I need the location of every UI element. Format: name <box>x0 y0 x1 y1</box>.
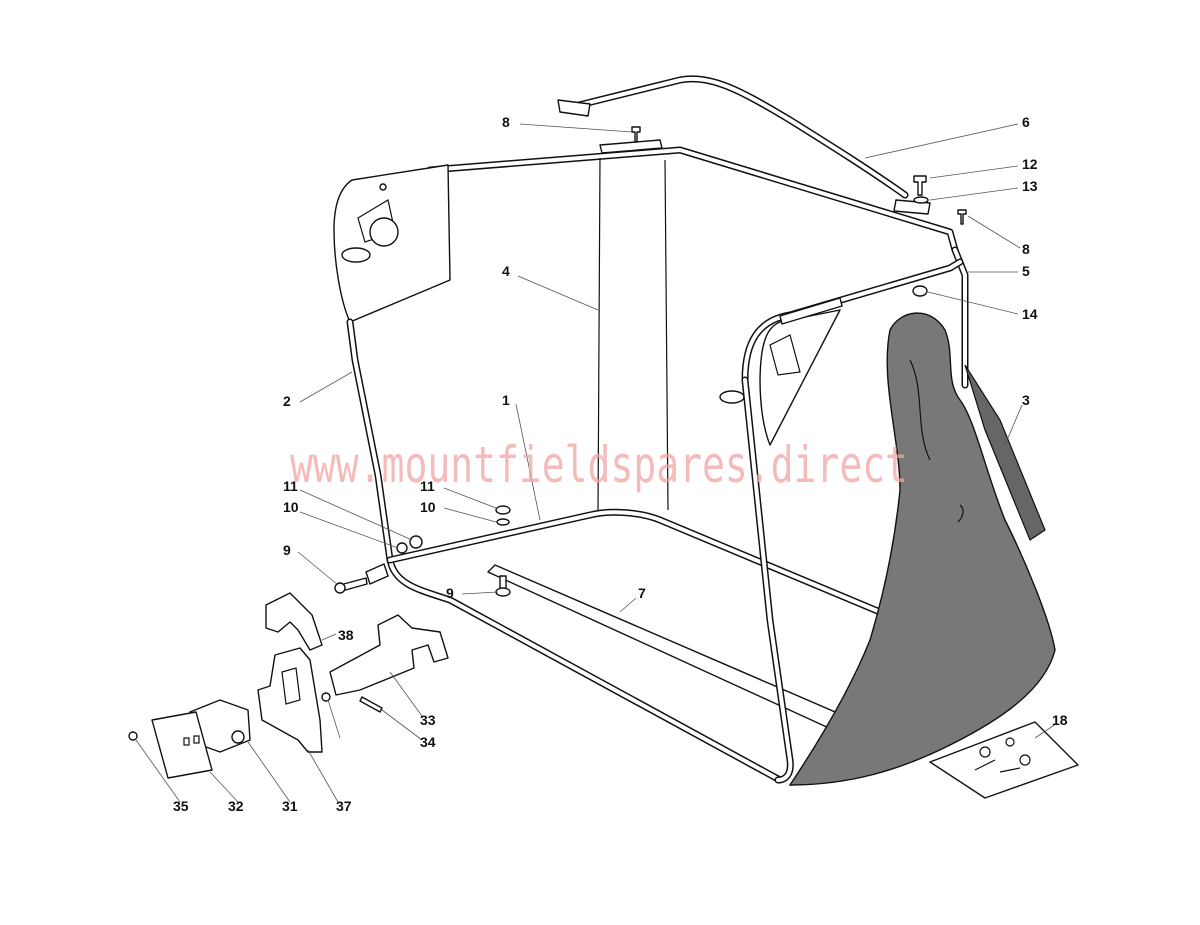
rear-frame <box>426 139 969 516</box>
grass-bag <box>788 312 1056 786</box>
callout-10-left: 10 <box>283 499 299 515</box>
callout-3: 3 <box>1022 392 1030 408</box>
callout-4: 4 <box>502 263 510 279</box>
callout-34: 34 <box>420 734 436 750</box>
callout-13: 13 <box>1022 178 1038 194</box>
callout-8-top: 8 <box>502 114 510 130</box>
hardware-bag <box>929 721 1079 799</box>
callout-2: 2 <box>283 393 291 409</box>
callout-9-left: 9 <box>283 542 291 558</box>
callout-37: 38 <box>338 627 354 643</box>
callout-8-right: 8 <box>1022 241 1030 257</box>
callout-35: 35 <box>173 798 189 814</box>
callout-1: 1 <box>502 392 510 408</box>
callout-36: 37 <box>336 798 352 814</box>
callout-14: 14 <box>1022 306 1038 322</box>
callout-10-right: 10 <box>420 499 436 515</box>
callout-32: 32 <box>228 798 244 814</box>
callout-18: 18 <box>1052 712 1068 728</box>
callout-11-right: 11 <box>420 478 435 494</box>
callout-12: 12 <box>1022 156 1038 172</box>
left-side-frame <box>333 164 784 784</box>
callout-31: 31 <box>282 798 298 814</box>
callout-9-center: 9 <box>446 585 454 601</box>
latch-assembly <box>128 592 449 779</box>
callout-33: 33 <box>420 712 436 728</box>
callout-labels: 8 6 12 13 8 5 14 4 2 3 1 11 10 11 10 9 9… <box>173 114 1068 814</box>
base-frame <box>386 508 906 757</box>
callout-5: 5 <box>1022 263 1030 279</box>
right-side-frame <box>719 258 964 784</box>
callout-7: 7 <box>638 585 646 601</box>
callout-6: 6 <box>1022 114 1030 130</box>
callout-11-left: 11 <box>283 478 298 494</box>
watermark-text: www.mountfieldspares.direct <box>290 436 908 494</box>
leader-lines <box>135 123 1057 803</box>
